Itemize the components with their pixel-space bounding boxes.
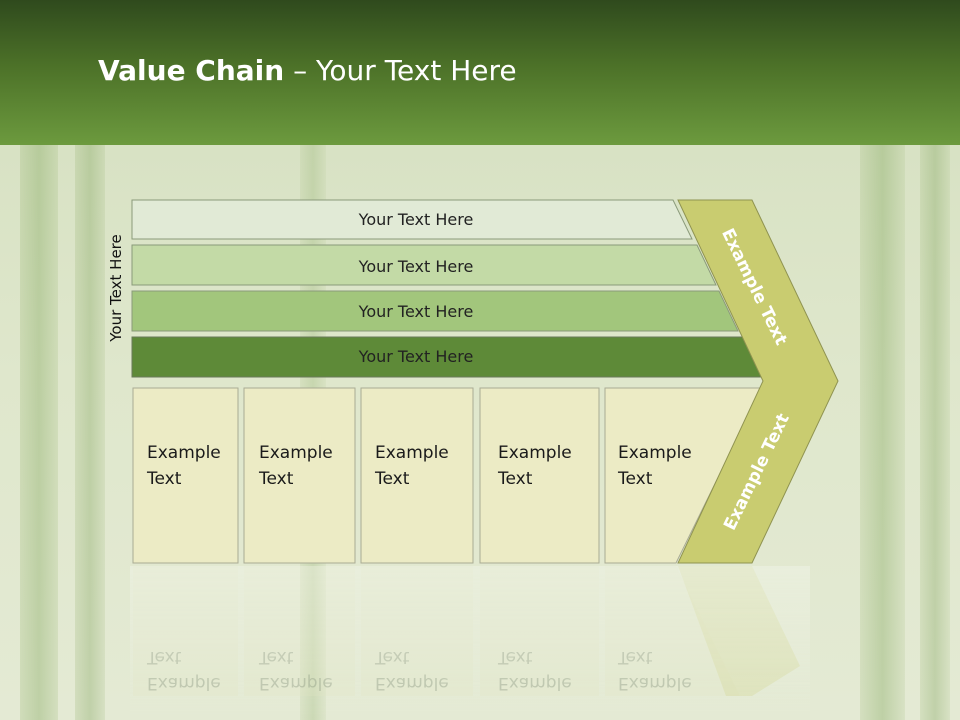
card-3: Example Text: [360, 387, 474, 564]
card-5: Example Text: [604, 387, 763, 564]
title-banner: Value Chain – Your Text Here: [0, 0, 960, 145]
card-line1-4: Example: [498, 443, 572, 463]
card-box-3: [360, 387, 474, 564]
bamboo-stalk: [20, 145, 58, 720]
chevron-shape: [677, 199, 839, 564]
card-line1-5: Example: [618, 443, 692, 463]
card-box-2: [243, 387, 356, 564]
bar-shape-2: [131, 244, 717, 286]
card-line1-2: Example: [259, 443, 333, 463]
bar-row-3: Your Text Here: [131, 290, 739, 332]
card-line1-3: Example: [375, 443, 449, 463]
card-4: Example Text: [479, 387, 600, 564]
card-line1-1: Example: [147, 443, 221, 463]
card-line2-4: Text: [497, 469, 533, 489]
card-line2-2: Text: [258, 469, 294, 489]
bar-row-1: Your Text Here: [131, 199, 693, 240]
diagram-reflection: Example Text Example Text Example Text E…: [130, 566, 810, 720]
card-line2-5: Text: [617, 469, 653, 489]
slide-title: Value Chain – Your Text Here: [98, 54, 517, 87]
card-box-1: [132, 387, 239, 564]
bar-shape-3: [131, 290, 739, 332]
card-2: Example Text: [243, 387, 356, 564]
bar-label-4: Your Text Here: [358, 347, 474, 366]
card-box-4: [479, 387, 600, 564]
bar-shape-1: [131, 199, 693, 240]
bar-label-1: Your Text Here: [358, 210, 474, 229]
bar-label-3: Your Text Here: [358, 302, 474, 321]
slide-title-rest: – Your Text Here: [284, 54, 517, 87]
bar-row-4: Your Text Here: [131, 336, 763, 378]
bar-label-2: Your Text Here: [358, 257, 474, 276]
reflection-fade: [130, 566, 810, 720]
card-box-5: [604, 387, 763, 564]
bamboo-stalk: [920, 145, 950, 720]
slide-title-bold: Value Chain: [98, 54, 285, 87]
card-1: Example Text: [132, 387, 239, 564]
card-line2-1: Text: [146, 469, 182, 489]
bamboo-stalk: [75, 145, 105, 720]
card-line2-3: Text: [374, 469, 410, 489]
bamboo-stalk: [860, 145, 905, 720]
bar-row-2: Your Text Here: [131, 244, 717, 286]
